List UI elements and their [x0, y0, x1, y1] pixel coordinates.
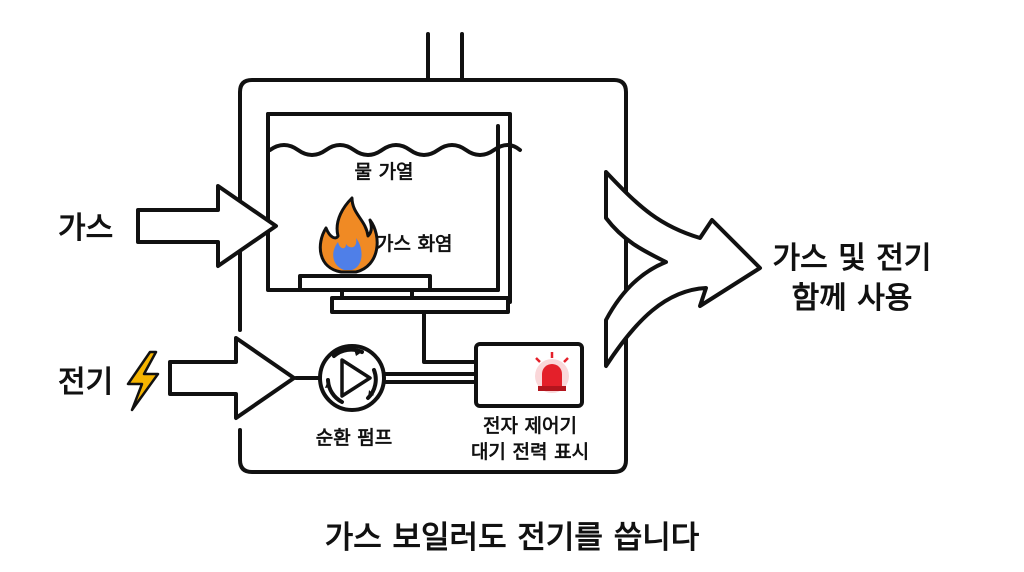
controller-label-line2: 대기 전력 표시 — [471, 441, 589, 463]
boiler-casing — [238, 78, 628, 474]
flame-icon — [318, 196, 379, 274]
output-label-line1: 가스 및 전기 — [773, 241, 932, 276]
output-label-line2: 함께 사용 — [792, 281, 913, 316]
circulation-pump-label: 순환 펌프 — [316, 427, 393, 449]
heat-exchanger-tank — [266, 112, 522, 304]
gas-flame-label: 가스 화염 — [376, 233, 453, 255]
water-surface — [268, 143, 522, 157]
water-heating-label: 물 가열 — [354, 161, 413, 183]
burner — [298, 274, 510, 314]
gas-arrow-icon — [136, 184, 278, 268]
alarm-light-icon — [535, 352, 569, 393]
merge-arrow-icon — [604, 170, 762, 368]
connection-lines — [294, 310, 478, 384]
diagram-caption: 가스 보일러도 전기를 씁니다 — [325, 520, 700, 556]
chimney-pipes — [426, 32, 464, 82]
electric-arrow-icon — [168, 336, 296, 420]
electric-input-label: 전기 — [58, 365, 113, 400]
lightning-bolt-icon — [126, 350, 160, 412]
gas-input-label: 가스 — [58, 211, 113, 246]
controller-label-line1: 전자 제어기 — [483, 415, 577, 437]
pump-icon — [318, 344, 386, 412]
